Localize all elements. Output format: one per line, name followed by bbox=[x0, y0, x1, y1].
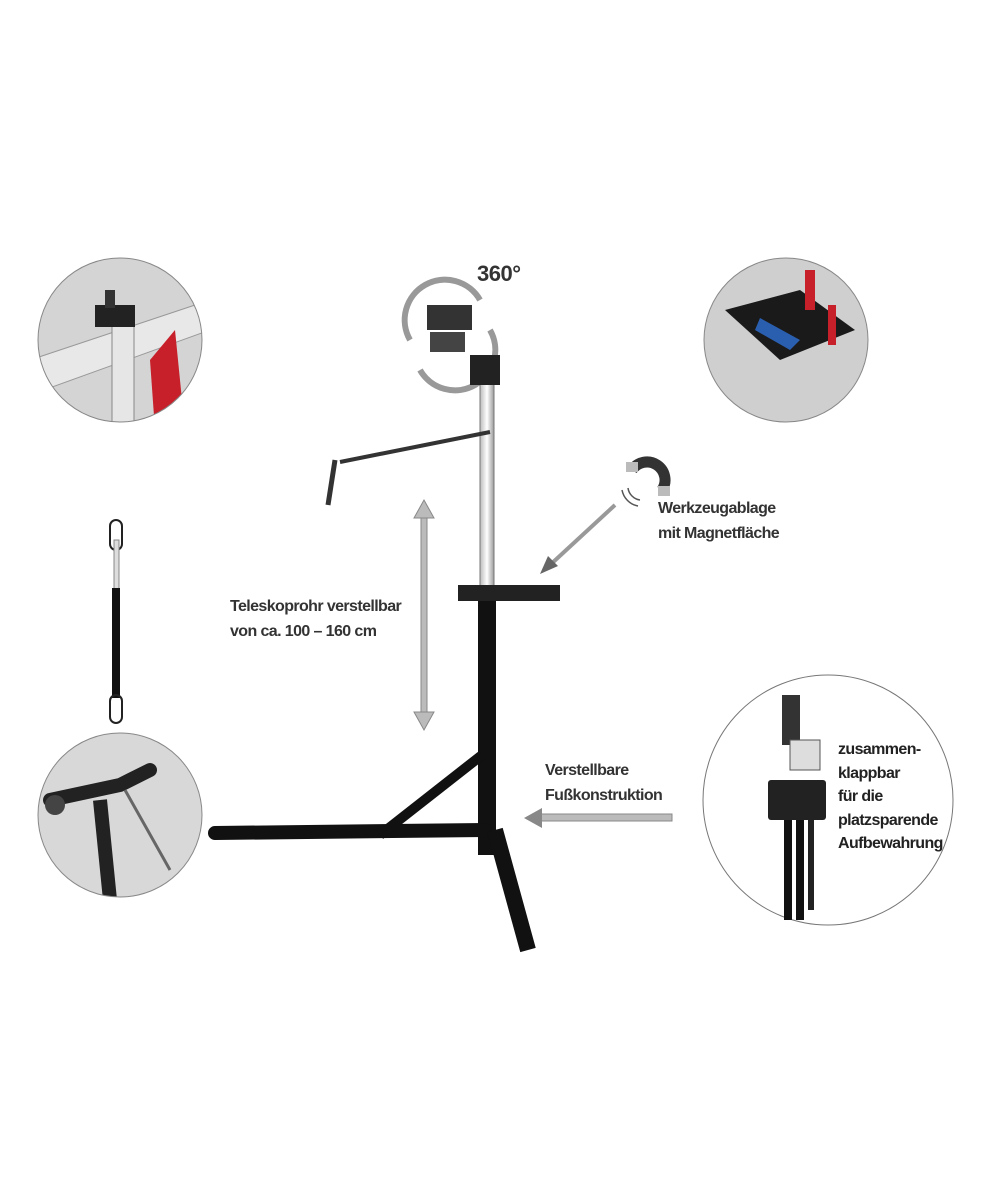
detail-tool-tray bbox=[704, 258, 868, 422]
foot-label-line2: Fußkonstruktion bbox=[545, 787, 663, 804]
tray-arrow-icon bbox=[540, 503, 617, 574]
handlebar-holder-bar bbox=[109, 519, 123, 724]
tool-tray-label-line1: Werkzeugablage bbox=[658, 500, 776, 517]
detail-circle-frame bbox=[703, 257, 869, 423]
telescope-label-line1: Teleskoprohr verstellbar bbox=[230, 598, 402, 615]
detail-folded-stand bbox=[702, 674, 954, 926]
foot-label: Verstellbare Fußkonstruktion bbox=[545, 758, 663, 808]
detail-clamp-on-bike bbox=[38, 258, 202, 422]
foldable-label: zusammen- klappbar für die platzsparende… bbox=[838, 738, 943, 856]
foldable-line: zusammen- bbox=[838, 741, 921, 758]
tool-tray-label-line2: mit Magnetfläche bbox=[658, 525, 780, 542]
foot-label-line1: Verstellbare bbox=[545, 762, 629, 779]
foldable-line: platzsparende bbox=[838, 811, 938, 829]
repair-stand bbox=[208, 305, 560, 953]
rotation-label: 360° bbox=[477, 261, 521, 286]
foldable-line: klappbar bbox=[838, 764, 900, 782]
detail-handlebar-holder bbox=[38, 733, 202, 897]
foldable-line: für die bbox=[838, 788, 883, 805]
detail-circle-frame bbox=[37, 732, 203, 898]
tool-tray-label: Werkzeugablage mit Magnetfläche bbox=[658, 496, 780, 546]
telescope-label: Teleskoprohr verstellbar von ca. 100 – 1… bbox=[230, 594, 402, 644]
magnet-icon bbox=[621, 456, 671, 507]
foot-arrow-icon bbox=[524, 808, 673, 828]
foldable-line: Aufbewahrung bbox=[838, 835, 943, 852]
telescope-label-line2: von ca. 100 – 160 cm bbox=[230, 623, 377, 640]
detail-circle-frame bbox=[37, 257, 203, 423]
folded-stand bbox=[768, 695, 826, 920]
height-arrow-icon bbox=[413, 498, 435, 732]
